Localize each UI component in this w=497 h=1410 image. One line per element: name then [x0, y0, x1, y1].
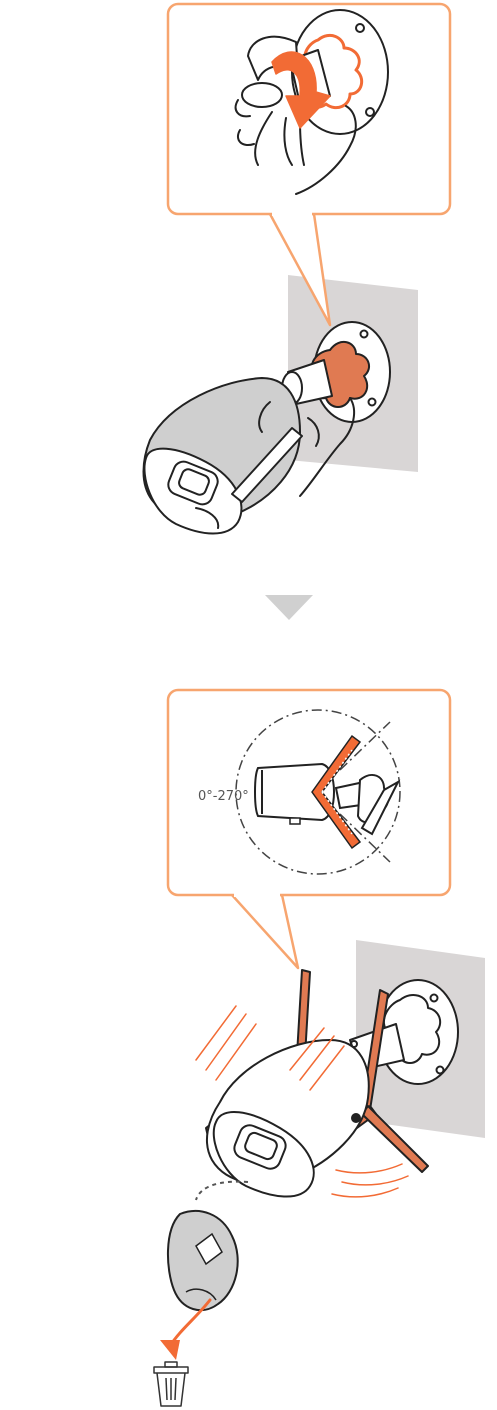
- down-triangle-icon: [265, 595, 313, 620]
- camera-antennas-icon: [196, 970, 458, 1197]
- step-2-group: 0°-270°: [154, 690, 485, 1406]
- rotation-range-label: 0°-270°: [198, 789, 249, 804]
- film-path-line: [196, 1182, 248, 1200]
- protective-film-icon: [168, 1211, 238, 1310]
- step-1-group: [144, 4, 451, 534]
- callout-pointer-2: [232, 895, 298, 968]
- trash-bin-icon: [154, 1362, 188, 1406]
- dispose-arrow-icon: [160, 1300, 210, 1360]
